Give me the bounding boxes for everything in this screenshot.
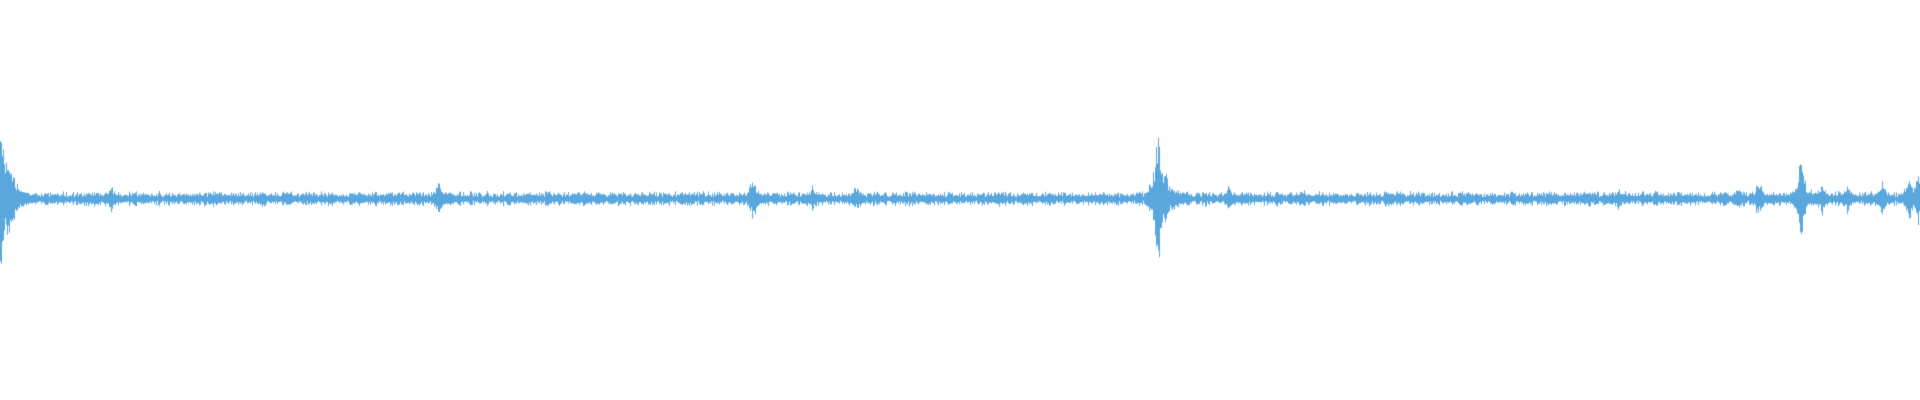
audio-waveform[interactable] <box>0 0 1920 400</box>
